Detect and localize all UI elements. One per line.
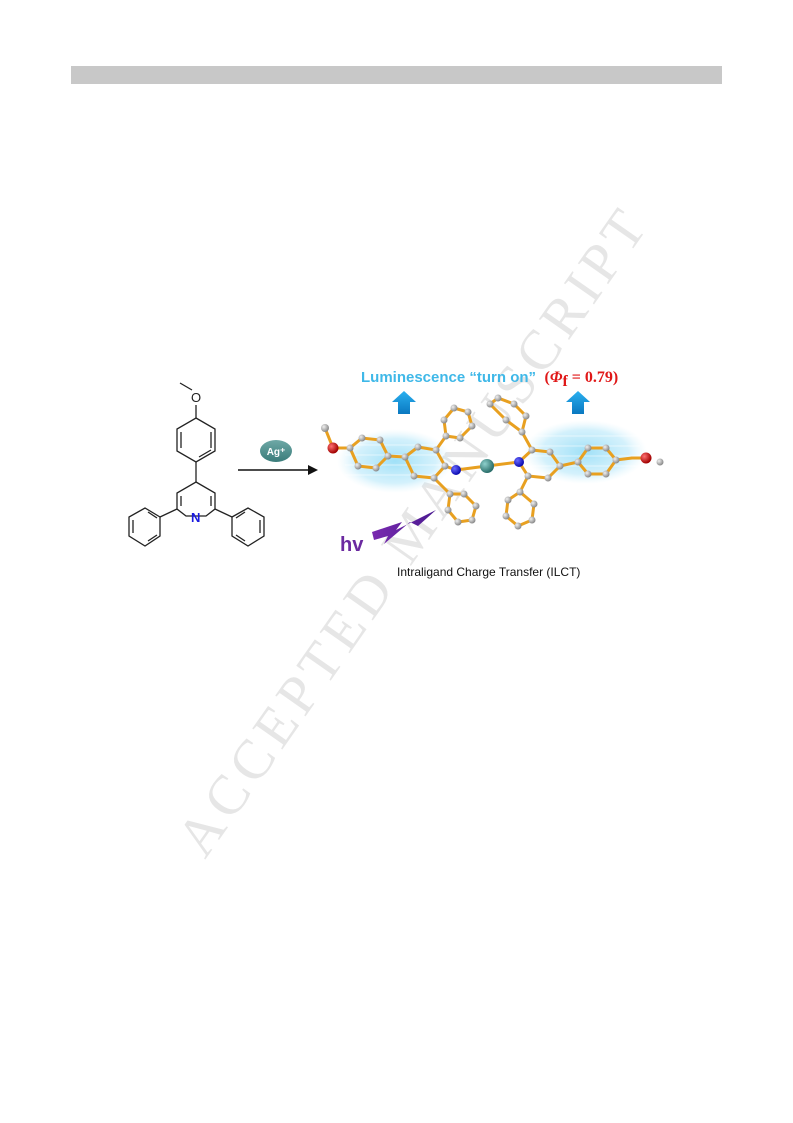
lightning-icon [372,510,436,544]
oxygen-label: O [191,390,201,405]
light-label: hv [340,534,364,556]
emission-arrow-left [392,391,416,414]
quantum-yield-symbol: Φ [550,369,563,386]
nitrogen-atom-left [451,465,461,475]
silver-ion-label: Ag⁺ [267,447,286,458]
emission-arrow-right [566,391,590,414]
quantum-yield-open: ( [544,369,549,386]
nitrogen-label: N [191,510,200,525]
luminescence-title: Luminescence “turn on” (Φf = 0.79) [361,369,618,390]
ligand-structure: O N [128,382,265,547]
oxygen-atom-left [327,442,339,454]
light-excitation: hv [340,510,436,556]
luminescence-text: Luminescence “turn on” [361,369,536,386]
quantum-yield-subscript: f [562,373,568,390]
reaction-arrow: Ag⁺ [238,440,318,475]
quantum-yield-value: = 0.79) [568,369,618,386]
ilct-caption: Intraligand Charge Transfer (ILCT) [397,565,580,579]
nitrogen-atom-right [514,457,524,467]
header-bar [71,66,722,84]
silver-atom [480,459,494,473]
silver-complex-structure [321,394,664,530]
silver-ion-badge [260,440,292,462]
oxygen-atom-right [640,452,652,464]
